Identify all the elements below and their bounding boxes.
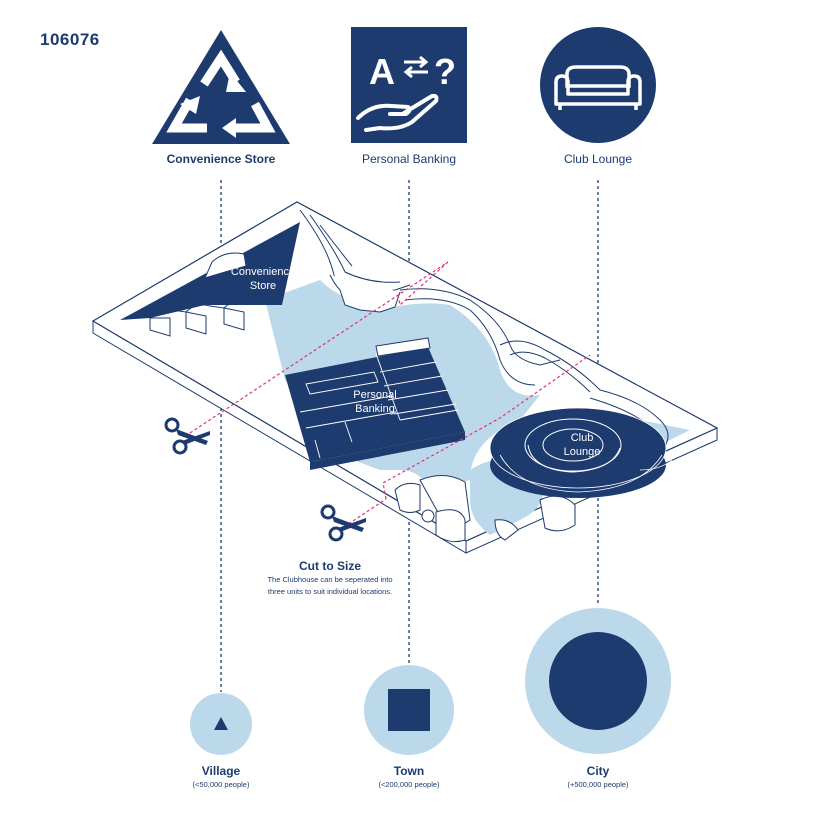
scissors-icon [320,504,366,542]
cut-to-size-title: Cut to Size [299,559,361,573]
city-icon [525,608,671,754]
personal-banking-label: Personal Banking [361,152,457,166]
sofa-icon [540,27,656,143]
svg-text:A: A [369,51,395,92]
cut-to-size-note: The Clubhouse can be seperated into thre… [267,575,393,596]
floor-plan [91,201,719,554]
club-lounge-label: Club Lounge [563,152,633,166]
svg-text:?: ? [434,51,456,92]
diagram-id: 106076 [40,30,100,49]
village-icon [190,693,252,755]
zone-lounge-label: Club Lounge [563,432,601,458]
town-population: (<200,000 people) [378,780,440,789]
hand-exchange-icon: A ? [351,27,467,143]
town-label: Town [393,764,425,778]
zone-convenience-label: Convenience Store [230,266,296,292]
town-icon [364,665,454,755]
city-label: City [586,764,610,778]
village-label: Village [201,764,241,778]
scissors-icon [164,417,210,455]
village-population: (<50,000 people) [192,780,250,789]
city-population: (+500,000 people) [567,780,629,789]
cut-lines [189,261,591,528]
zone-banking-label: Personal Banking [353,389,397,415]
convenience-store-label: Convenience Store [166,152,276,166]
recycle-triangle-icon [152,30,290,144]
